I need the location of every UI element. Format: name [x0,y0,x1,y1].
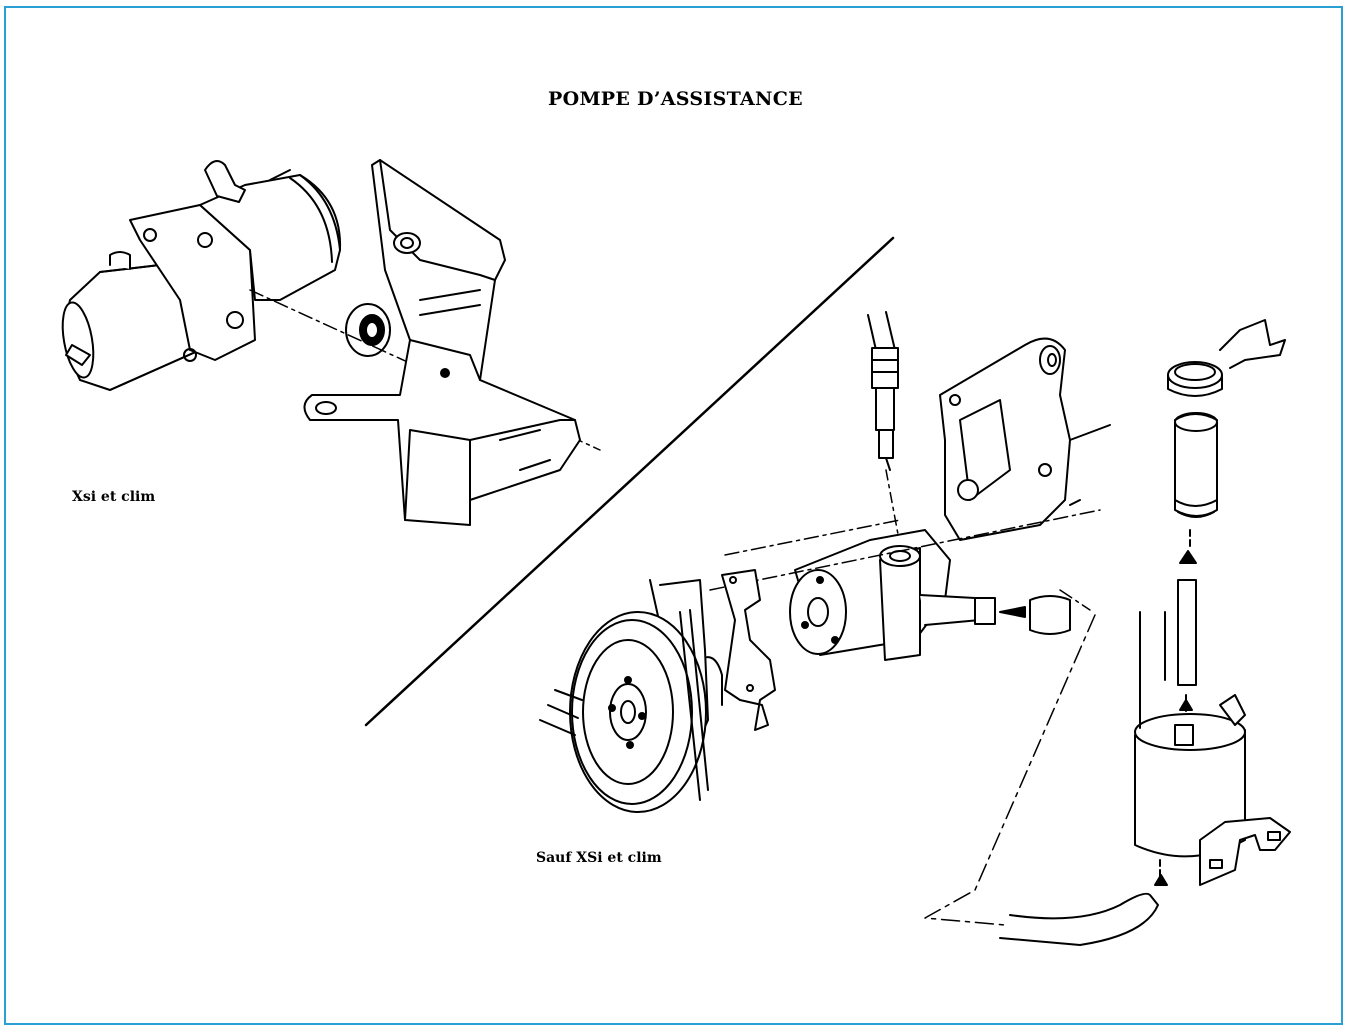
caption-sauf-xsi-clim: Sauf XSi et clim [536,850,662,866]
pulley-and-belt [540,580,708,812]
reservoir-assembly [925,320,1290,945]
caption-xsi-clim: Xsi et clim [72,489,156,505]
diagram-title: POMPE D’ASSISTANCE [548,88,803,110]
mounting-plate [940,339,1110,540]
tensioner-bracket [700,570,775,730]
divider-line [366,238,893,725]
pressure-hose [868,312,900,545]
pump-assembly-xsi [58,161,600,450]
pump-assembly-standard [710,510,1100,660]
bracket-xsi [304,160,580,525]
